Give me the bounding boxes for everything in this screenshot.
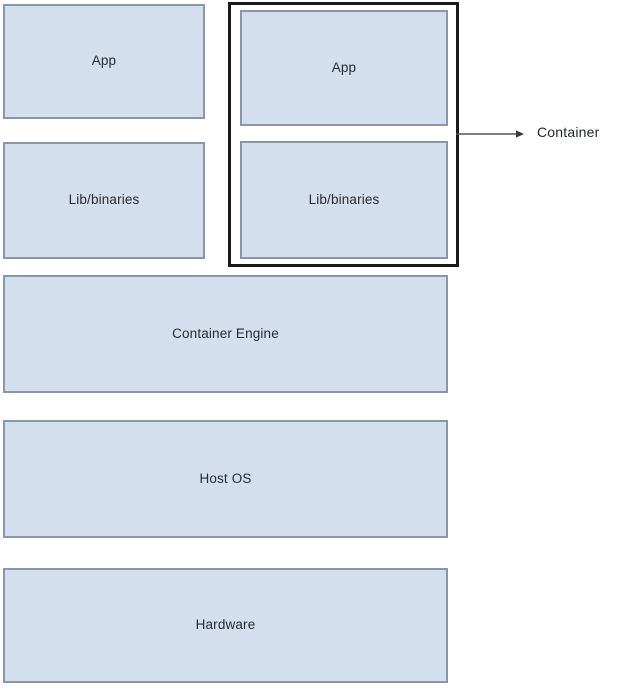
lib-binaries-box-left-label: Lib/binaries	[68, 192, 140, 208]
lib-binaries-box-in-container-label: Lib/binaries	[308, 191, 380, 207]
lib-binaries-box-left[interactable]: Lib/binaries	[3, 142, 205, 259]
container-callout-label: Container	[537, 124, 600, 140]
app-box-left-label: App	[91, 53, 117, 69]
hardware-box[interactable]: Hardware	[3, 568, 448, 683]
app-box-left[interactable]: App	[3, 4, 205, 119]
lib-binaries-box-in-container[interactable]: Lib/binaries	[240, 141, 448, 259]
app-box-in-container-label: App	[331, 59, 357, 75]
container-engine-box-label: Container Engine	[172, 325, 279, 341]
host-os-box[interactable]: Host OS	[3, 420, 448, 538]
app-box-in-container[interactable]: App	[240, 10, 448, 126]
host-os-box-label: Host OS	[199, 470, 252, 486]
arrow-right-icon	[456, 130, 524, 138]
container-engine-box[interactable]: Container Engine	[3, 275, 448, 393]
container-callout: Container	[456, 112, 644, 158]
hardware-box-label: Hardware	[195, 617, 256, 633]
